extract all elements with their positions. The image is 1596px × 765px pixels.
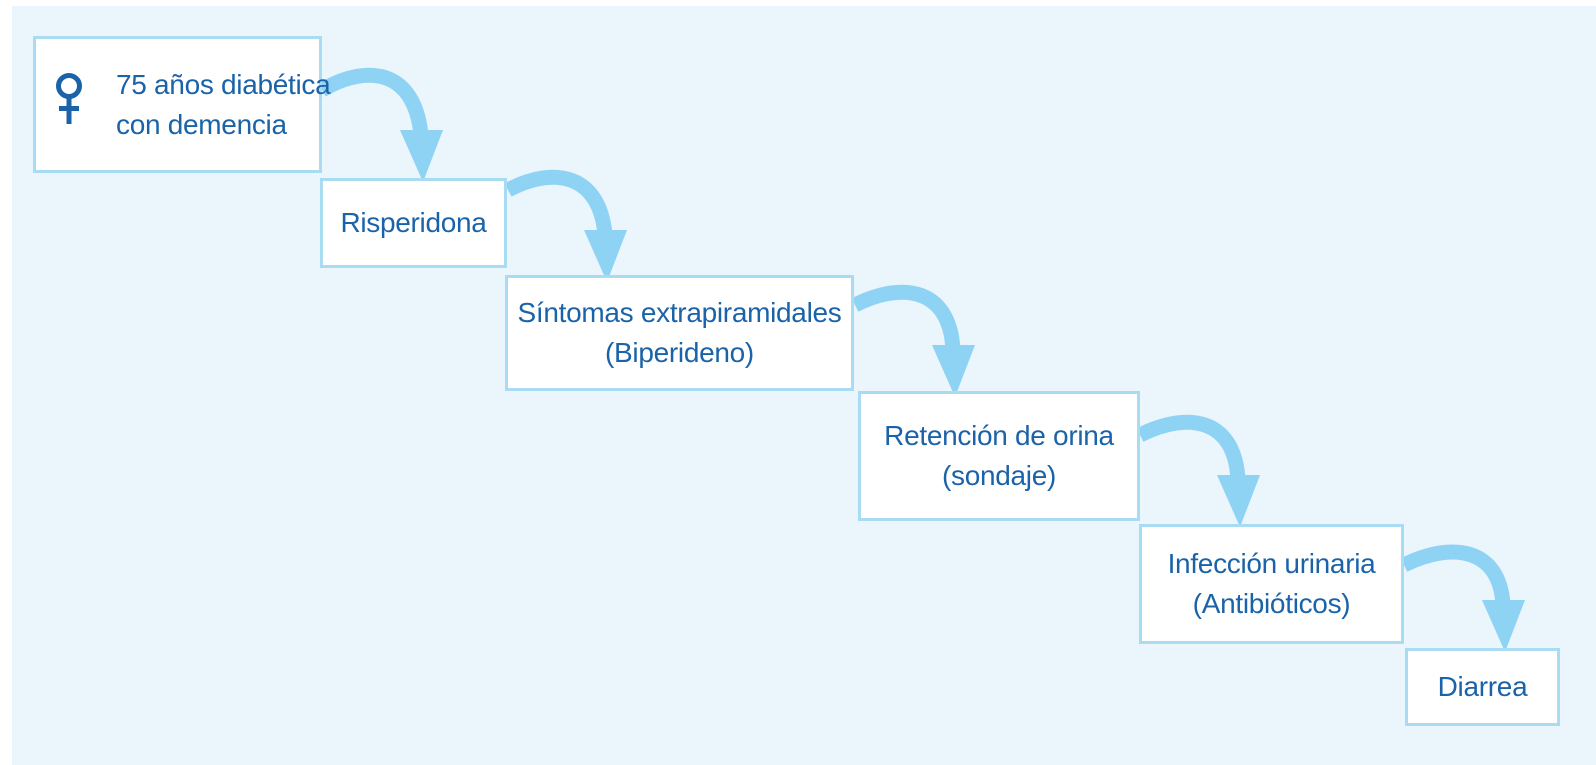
step-5-line-1: Infección urinaria (1167, 548, 1376, 579)
step-box-1: 75 años diabética con demencia (33, 36, 331, 173)
female-symbol-icon (56, 73, 82, 124)
step-1-line-1: 75 años diabética (116, 68, 331, 100)
step-box-4: Retención de orina (sondaje) (858, 391, 1140, 521)
step-6-line-1: Diarrea (1437, 671, 1528, 702)
step-box-3: Síntomas extrapiramidales (Biperideno) (505, 275, 854, 391)
step-5-line-2: (Antibióticos) (1192, 588, 1351, 619)
step-1-line-2: con demencia (116, 108, 287, 140)
step-4-line-1: Retención de orina (884, 420, 1114, 451)
step-4-line-2: (sondaje) (941, 460, 1057, 491)
step-box-6: Diarrea (1405, 648, 1560, 726)
step-3-line-1: Síntomas extrapiramidales (517, 297, 842, 328)
step-3-line-2: (Biperideno) (605, 337, 754, 368)
step-box-2: Risperidona (320, 178, 507, 268)
step-box-5: Infección urinaria (Antibióticos) (1139, 524, 1404, 644)
step-2-line-1: Risperidona (340, 207, 487, 238)
